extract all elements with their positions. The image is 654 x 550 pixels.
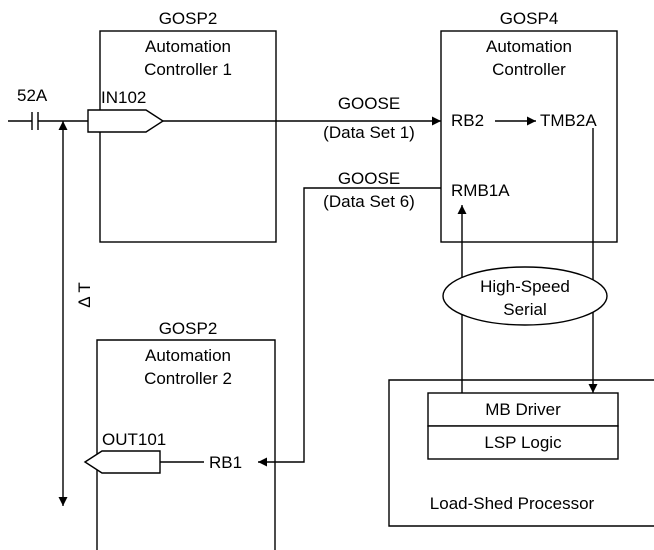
high-speed-serial-line2: Serial <box>503 300 546 319</box>
goose-dataset-6-arrow <box>258 187 441 467</box>
lsp-title: Load-Shed Processor <box>430 494 595 513</box>
rb1-label: RB1 <box>209 453 242 472</box>
input-in102-connector <box>87 109 165 133</box>
delta-t-label: Δ T <box>75 282 94 308</box>
automation-controller-2: GOSP2 Automation Controller 2 OUT101 RB1 <box>83 319 276 550</box>
lsp-logic-box <box>427 425 619 460</box>
automation-controller-4: GOSP4 Automation Controller RB2 TMB2A RM… <box>440 9 618 243</box>
goose-dataset-6-label: GOOSE <box>338 169 400 188</box>
goose-dataset-1-link: GOOSE (Data Set 1) <box>163 94 441 142</box>
lsp-logic-label: LSP Logic <box>484 433 562 452</box>
delta-t-indicator: Δ T <box>58 121 94 506</box>
automation-controller-1: GOSP2 Automation Controller 1 IN102 <box>87 9 277 243</box>
tmb2a-label: TMB2A <box>540 111 597 130</box>
controller-4-name-line2: Controller <box>492 60 566 79</box>
controller-1-name-line2: Controller 1 <box>144 60 232 79</box>
lsp-box <box>388 379 654 527</box>
controller-1-name-line1: Automation <box>145 37 231 56</box>
goose-dataset-6-name: (Data Set 6) <box>323 192 415 211</box>
load-shed-processor: MB Driver LSP Logic Load-Shed Processor <box>388 379 654 527</box>
controller-4-model: GOSP4 <box>500 9 559 28</box>
high-speed-serial-ellipse <box>442 266 608 326</box>
controller-1-model: GOSP2 <box>159 9 218 28</box>
controller-2-name-line1: Automation <box>145 346 231 365</box>
input-in102-label: IN102 <box>101 88 146 107</box>
mb-driver-label: MB Driver <box>485 400 561 419</box>
controller-2-model: GOSP2 <box>159 319 218 338</box>
rmb1a-label: RMB1A <box>451 181 510 200</box>
goose-dataset-1-label: GOOSE <box>338 94 400 113</box>
rb2-label: RB2 <box>451 111 484 130</box>
high-speed-serial-line1: High-Speed <box>480 277 570 296</box>
controller-2-name-line2: Controller 2 <box>144 369 232 388</box>
breaker-52a-label: 52A <box>17 86 48 105</box>
breaker-52a: 52A <box>8 86 88 130</box>
goose-dataset-1-name: (Data Set 1) <box>323 123 415 142</box>
controller-4-box <box>440 30 618 243</box>
high-speed-serial-link: High-Speed Serial <box>442 128 608 393</box>
goose-dataset-6-link: GOOSE (Data Set 6) <box>258 169 441 467</box>
controller-1-box <box>99 30 277 243</box>
controller-2-box <box>96 339 276 550</box>
controller-4-name-line1: Automation <box>486 37 572 56</box>
output-out101-label: OUT101 <box>102 430 166 449</box>
output-out101-connector <box>83 450 161 474</box>
